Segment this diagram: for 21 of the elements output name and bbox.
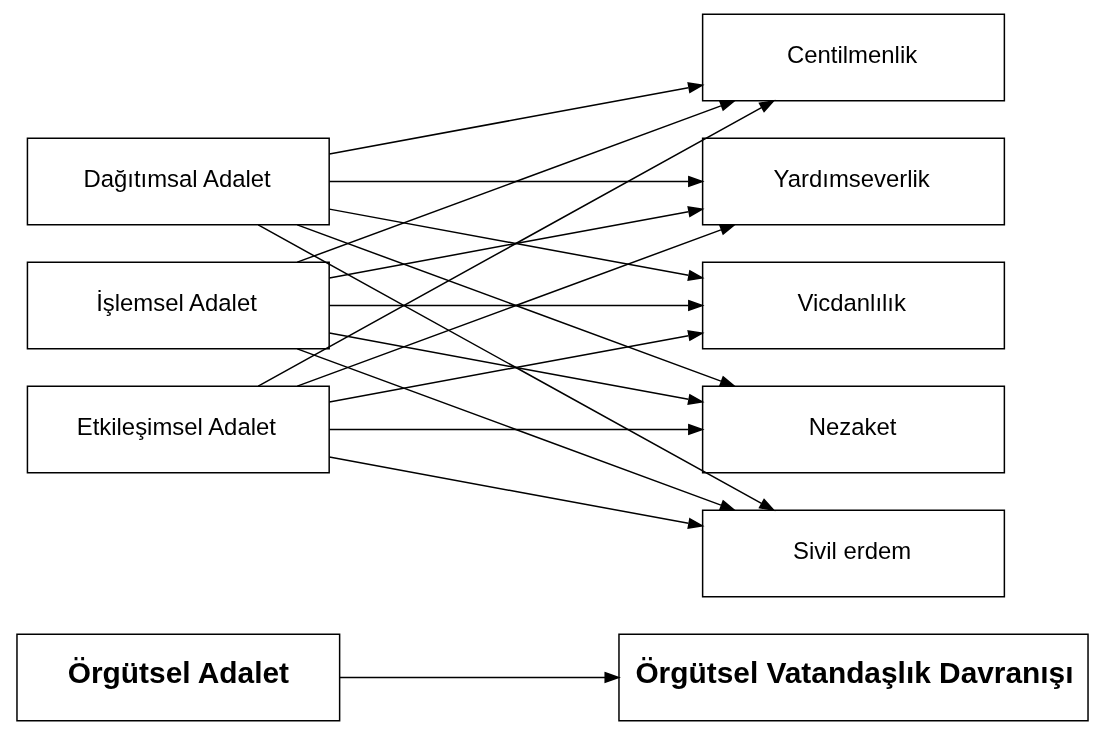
arrow bbox=[328, 175, 705, 188]
arrow bbox=[339, 671, 621, 684]
node-box: Yardımseverlik bbox=[701, 137, 1006, 226]
arrow bbox=[328, 456, 705, 529]
arrow bbox=[328, 82, 705, 155]
node-box: Sivil erdem bbox=[701, 509, 1006, 598]
arrow bbox=[296, 100, 737, 263]
node-box: Vicdanlılık bbox=[701, 261, 1006, 350]
node-box: Örgütsel Adalet bbox=[16, 633, 341, 722]
node-box: Centilmenlik bbox=[701, 13, 1006, 102]
node-box: Etkileşimsel Adalet bbox=[26, 385, 330, 474]
arrow bbox=[257, 224, 776, 512]
node-box: Nezaket bbox=[701, 385, 1006, 474]
node-box: Örgütsel Vatandaşlık Davranışı bbox=[618, 633, 1089, 722]
node-box: İşlemsel Adalet bbox=[26, 261, 330, 350]
arrow bbox=[296, 348, 737, 511]
node-box: Dağıtımsal Adalet bbox=[26, 137, 330, 226]
arrow bbox=[296, 224, 737, 387]
arrow bbox=[328, 299, 705, 312]
arrow bbox=[257, 99, 776, 387]
arrow bbox=[328, 423, 705, 436]
